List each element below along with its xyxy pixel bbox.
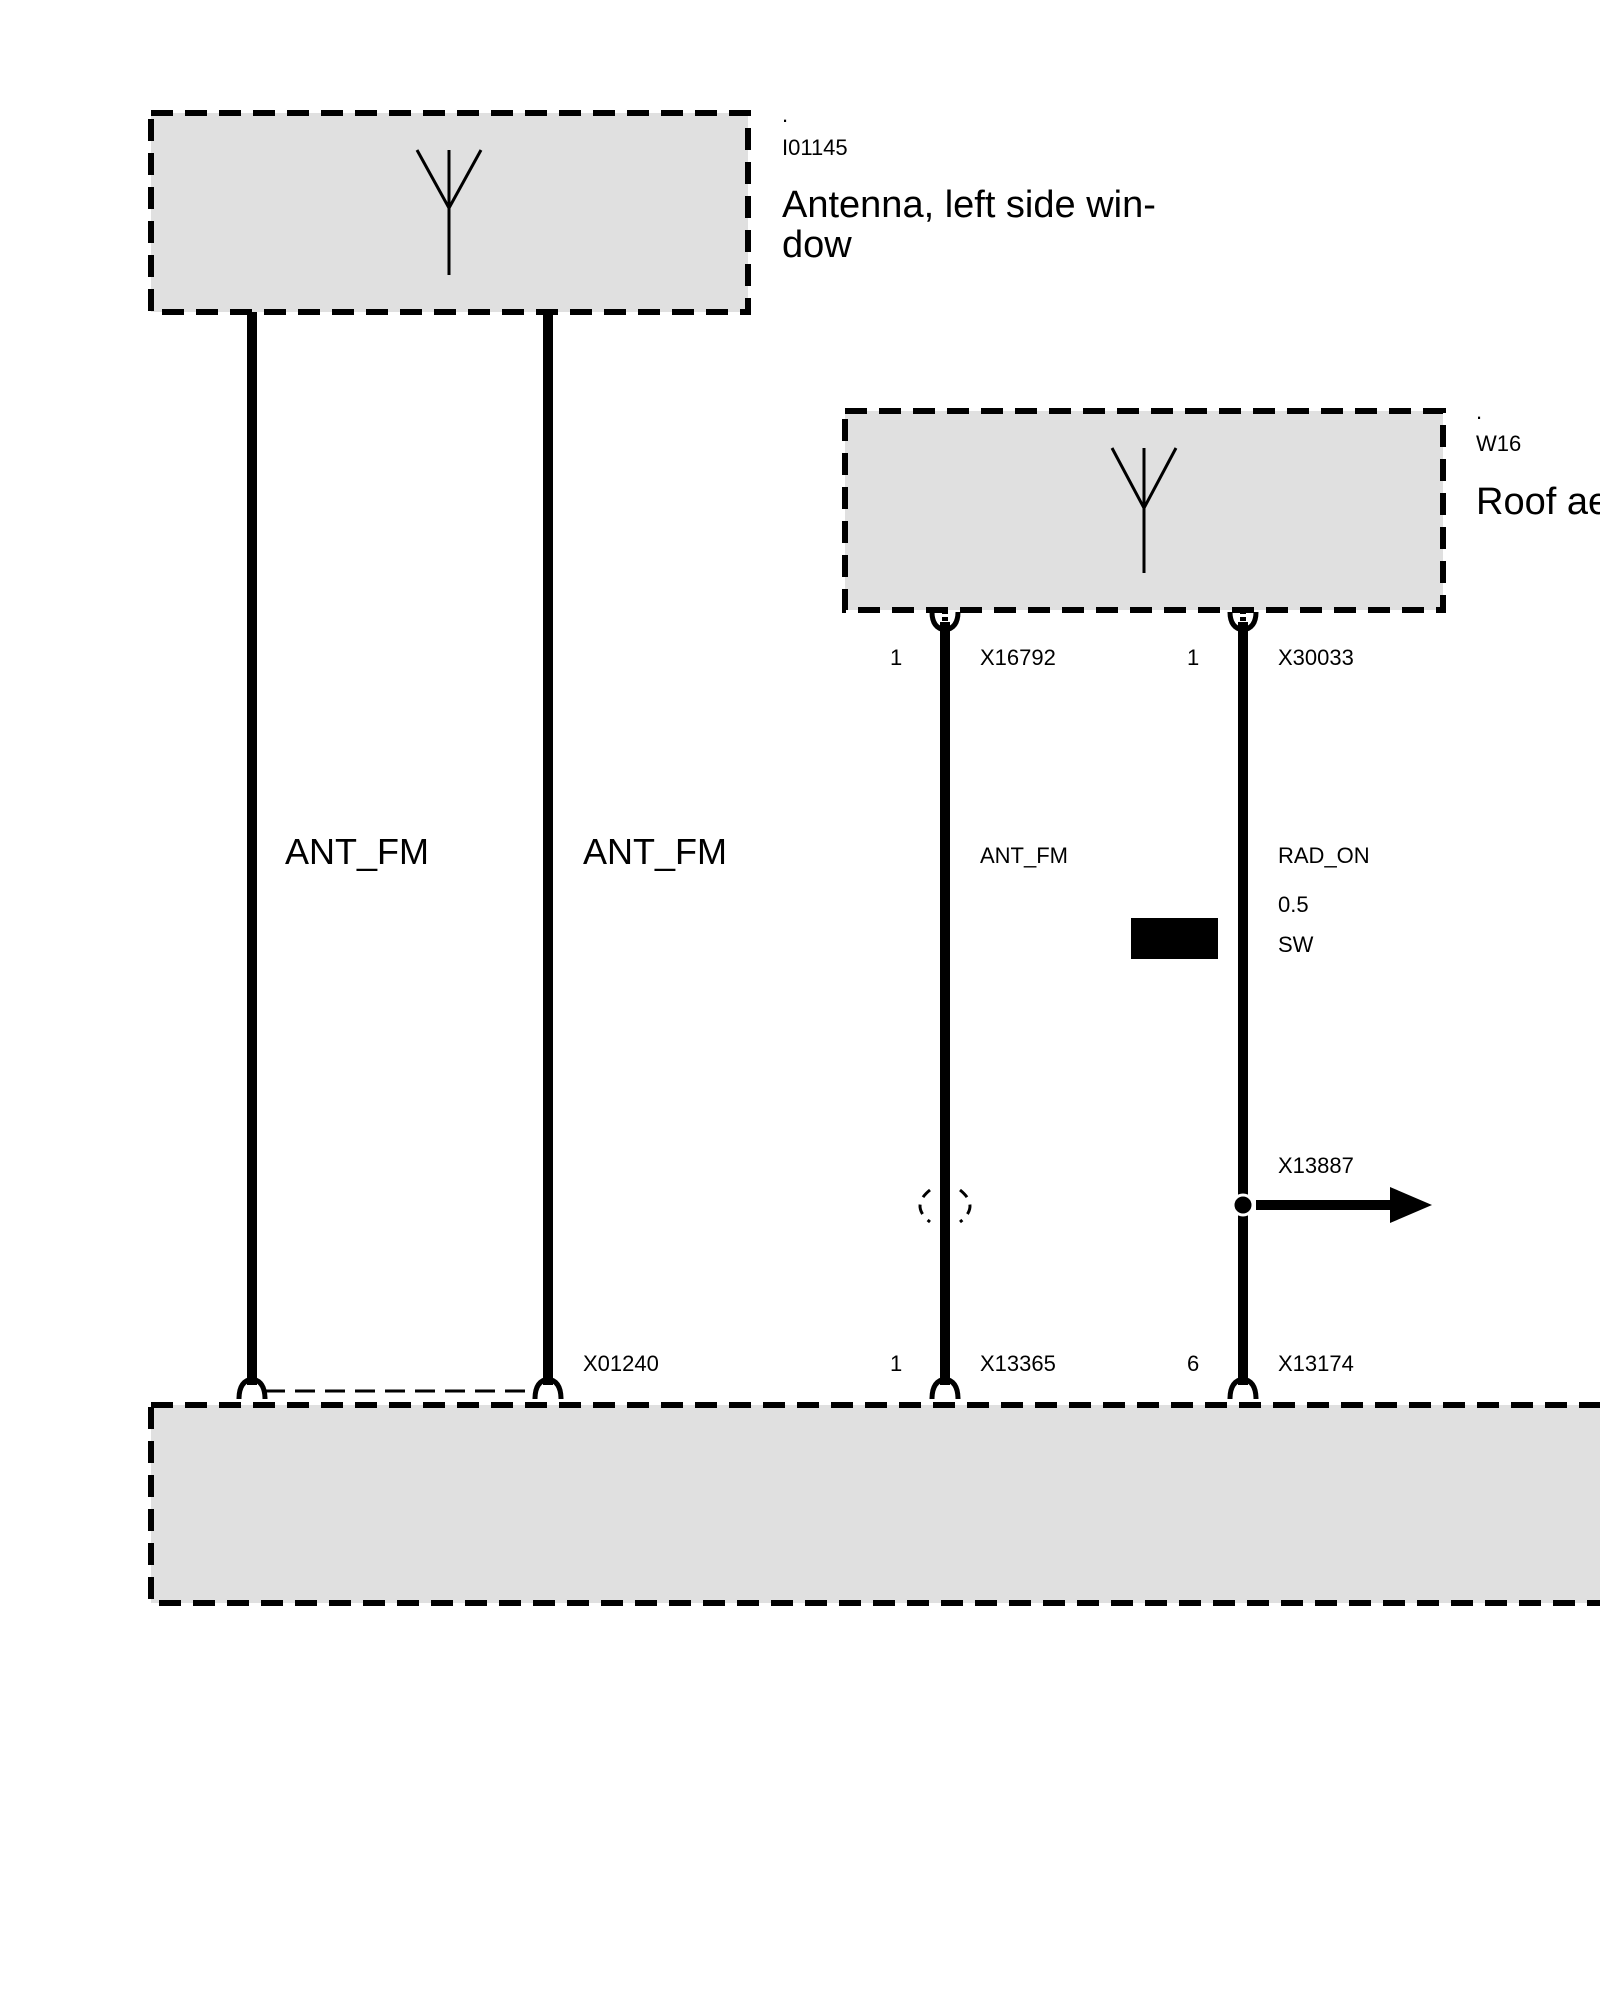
connector-x13174-symbol [1227, 1376, 1259, 1400]
component-left-id: I01145 [782, 135, 848, 160]
component-bottom-box[interactable] [148, 1402, 1600, 1606]
wire-4-connector-top: X30033 [1278, 645, 1354, 670]
connector-x01240-pin-b [532, 1376, 564, 1400]
wire-4-signal: RAD_ON [1278, 843, 1370, 868]
connector-x01240-pin-a [236, 1376, 268, 1400]
wire-3-pin-top: 1 [890, 645, 902, 670]
wire-4-cross-section: 0.5 [1278, 892, 1309, 917]
wire-2-connector-bottom: X01240 [583, 1351, 659, 1376]
wire-3-connector-top: X16792 [980, 645, 1056, 670]
splice-dot [1231, 1193, 1255, 1217]
component-right-dot: . [1476, 399, 1482, 424]
shield-symbol [918, 1188, 972, 1224]
connector-x16792-symbol [929, 611, 961, 633]
component-left-dot: . [782, 102, 788, 127]
wire-4-pin-top: 1 [1187, 645, 1199, 670]
wire-2-signal: ANT_FM [583, 831, 727, 872]
wire-color-marker [1131, 918, 1218, 959]
connector-x13365-symbol [929, 1376, 961, 1400]
wire-lines [247, 312, 1248, 1385]
connector-bottom-hooks [236, 1376, 1259, 1400]
component-right-id: W16 [1476, 431, 1521, 456]
connector-top-hooks [929, 610, 1259, 633]
wire-3-connector-bottom: X13365 [980, 1351, 1056, 1376]
wire-4-pin-bottom: 6 [1187, 1351, 1199, 1376]
component-left-name-line2: dow [782, 224, 852, 266]
wire-3-signal: ANT_FM [980, 843, 1068, 868]
connector-x30033-symbol [1227, 611, 1259, 633]
wire-4-color-code: SW [1278, 932, 1314, 957]
antenna-icon [1110, 447, 1178, 573]
arrow-right-icon [1390, 1187, 1432, 1223]
antenna-icon [415, 149, 483, 275]
component-right-antenna[interactable] [842, 408, 1446, 613]
wire-1-signal: ANT_FM [285, 831, 429, 872]
wire-3-pin-bottom: 1 [890, 1351, 902, 1376]
component-left-name-line1: Antenna, left side win- [782, 184, 1156, 226]
wire-4-splice-label: X13887 [1278, 1153, 1354, 1178]
component-left-antenna[interactable] [148, 110, 751, 315]
wire-4-connector-bottom: X13174 [1278, 1351, 1354, 1376]
splice-x13887[interactable] [1231, 1187, 1432, 1223]
component-right-name: Roof ae [1476, 481, 1600, 523]
